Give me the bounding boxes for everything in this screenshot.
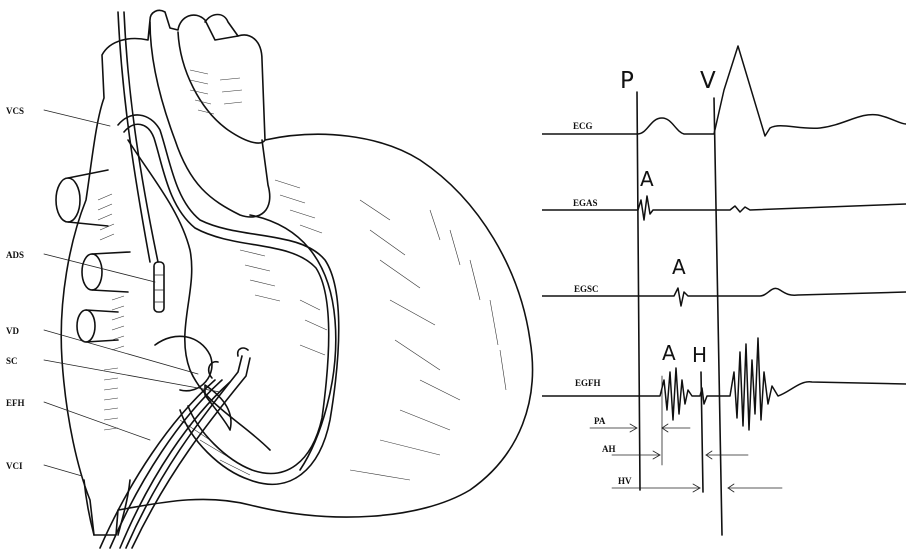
marker-p: P: [620, 68, 634, 94]
label-pa: PA: [594, 416, 606, 426]
ads-electrode: [154, 262, 164, 312]
label-vcs: VCS: [6, 106, 24, 116]
label-egas: EGAS: [573, 198, 598, 208]
pulmonary-trunk: [178, 32, 265, 143]
tricuspid-region: [155, 336, 212, 390]
label-egsc: EGSC: [574, 284, 599, 294]
ecg-trace: [542, 46, 906, 136]
tracings-panel: ECG EGAS EGSC EGFH PA AH HV P V A A A H: [542, 46, 906, 535]
marker-v: V: [700, 68, 716, 94]
label-sc: SC: [6, 356, 18, 366]
label-ecg: ECG: [573, 121, 593, 131]
label-vci: VCI: [6, 461, 23, 471]
pulmonary-veins: [56, 170, 130, 342]
marker-a-egfh: A: [662, 341, 676, 365]
label-egfh: EGFH: [575, 378, 601, 388]
catheters: [100, 12, 339, 548]
label-efh: EFH: [6, 398, 25, 408]
p-line: [637, 92, 640, 490]
heart-illustration: [56, 10, 533, 548]
marker-h-egfh: H: [692, 343, 707, 367]
label-hv: HV: [618, 476, 632, 486]
label-ah: AH: [602, 444, 616, 454]
vessel-top-right: [205, 15, 238, 37]
marker-a-egas: A: [640, 167, 654, 191]
heart-outline: [61, 10, 532, 535]
v-line: [714, 98, 722, 535]
anatomy-labels: VCS ADS VD SC EFH VCI: [6, 106, 25, 471]
label-ads: ADS: [6, 250, 24, 260]
label-vd: VD: [6, 326, 19, 336]
marker-a-egsc: A: [672, 255, 686, 279]
